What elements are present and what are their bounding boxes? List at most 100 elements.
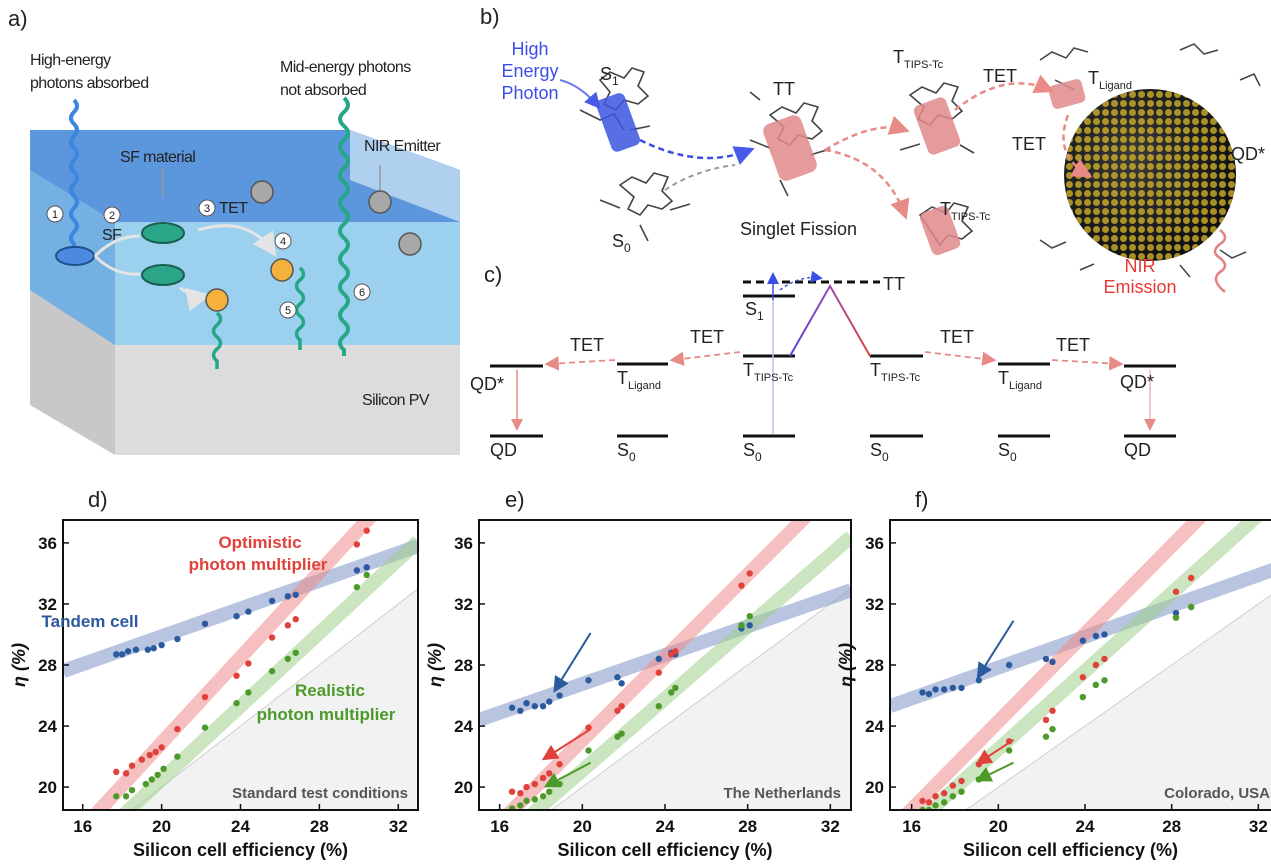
chart-d-point bbox=[292, 591, 299, 598]
chart-e-point bbox=[746, 622, 753, 629]
nir-emission-line1: NIR bbox=[1125, 256, 1156, 276]
c-s0-2: S0 bbox=[743, 440, 762, 464]
chart-d-point bbox=[363, 527, 370, 534]
chart-f-point bbox=[932, 686, 939, 693]
chart-f-xtick-label: 32 bbox=[1249, 817, 1268, 836]
step-1-label: 1 bbox=[52, 209, 58, 221]
chart-d-point bbox=[245, 608, 252, 615]
triplet-molecule-lower bbox=[141, 264, 185, 286]
c-s0-1: S0 bbox=[617, 440, 636, 464]
chart-d-point bbox=[122, 770, 130, 777]
chart-d-point bbox=[158, 641, 165, 649]
c-s0-3: S0 bbox=[870, 440, 889, 464]
chart-f-xtick-label: 16 bbox=[902, 817, 921, 836]
chart-d-point bbox=[233, 672, 240, 679]
chart-d-point bbox=[353, 583, 361, 591]
s1-to-tt-arrow bbox=[779, 270, 823, 291]
chart-e-point bbox=[517, 790, 524, 797]
chart-e-annotation: The Netherlands bbox=[723, 785, 841, 802]
chart-d-diagonal bbox=[131, 588, 418, 810]
chart-f-annotation: Colorado, USA bbox=[1164, 785, 1270, 802]
energy-levels bbox=[490, 280, 1176, 438]
chart-f-point bbox=[1005, 661, 1013, 669]
chart-d-point bbox=[174, 635, 181, 643]
chart-e-point bbox=[508, 704, 516, 711]
panel-c-energy-diagram: TT S1 TET TET TET TET QD* QD* QD QD TLig… bbox=[470, 270, 1176, 464]
chart-e-point bbox=[546, 770, 553, 777]
chart-f-point bbox=[1042, 716, 1050, 724]
chart-e-arrow bbox=[541, 728, 592, 761]
chart-e-point bbox=[655, 655, 662, 663]
chart-f-ytick-label: 36 bbox=[865, 534, 884, 553]
chart-e-xtick-label: 16 bbox=[490, 817, 509, 836]
tet-arrow-lower bbox=[179, 286, 211, 312]
b-s1-label: S1 bbox=[600, 64, 619, 88]
tt-to-t-bottom-arrow bbox=[824, 148, 910, 220]
chart-d-point bbox=[284, 593, 292, 600]
chart-f-point bbox=[1049, 725, 1056, 733]
b-t-ligand-label: TLigand bbox=[1088, 68, 1132, 92]
chart-d-point bbox=[245, 689, 252, 696]
chart-d-point bbox=[138, 756, 146, 763]
chart-f-ytick-label: 20 bbox=[865, 778, 884, 797]
chart-e-point bbox=[556, 761, 563, 768]
chart-e-arrow bbox=[543, 761, 592, 788]
chart-f-xtick-label: 24 bbox=[1076, 817, 1095, 836]
chart-e-point bbox=[523, 699, 530, 707]
chart-e-point bbox=[618, 703, 625, 710]
step-4-label: 4 bbox=[280, 236, 286, 248]
tet-label: TET bbox=[219, 200, 248, 217]
s0-molecule bbox=[599, 172, 691, 242]
photon-arrow bbox=[559, 79, 601, 110]
chart-d-point bbox=[150, 645, 157, 652]
chart-d-ytick-label: 32 bbox=[38, 595, 57, 614]
tt-to-t-top-arrow bbox=[824, 115, 910, 152]
chart-e-point bbox=[523, 797, 530, 805]
chart-d-band-0 bbox=[63, 539, 418, 678]
chart-e-point bbox=[738, 582, 745, 589]
chart-e-point bbox=[672, 684, 679, 692]
chart-e-arrow bbox=[553, 632, 592, 693]
chart-f-point bbox=[925, 799, 933, 806]
chart-e-diagonal bbox=[550, 588, 851, 810]
chart-e-ytick-label: 20 bbox=[454, 778, 473, 797]
chart-f-point bbox=[940, 790, 948, 797]
chart-f-arrow bbox=[976, 620, 1015, 680]
step-2-label: 2 bbox=[109, 210, 115, 222]
chart-e-point bbox=[585, 677, 592, 684]
chart-e-point bbox=[556, 692, 563, 699]
tt-core bbox=[763, 115, 817, 181]
chart-f-point bbox=[949, 782, 957, 789]
step-6-label: 6 bbox=[359, 287, 365, 299]
chart-f-arrow bbox=[975, 761, 1014, 782]
chart-d-point bbox=[268, 634, 276, 641]
sf-split-arrow bbox=[93, 234, 141, 276]
high-energy-photon-wave bbox=[69, 98, 79, 250]
c-qd-right: QD bbox=[1124, 440, 1151, 460]
chart-d-point bbox=[201, 693, 209, 701]
c-tet-label-2: TET bbox=[570, 335, 604, 355]
chart-d-xtick-label: 24 bbox=[231, 817, 250, 836]
high-energy-label-line1: High-energy bbox=[30, 52, 111, 69]
panel-label-f: f) bbox=[915, 487, 929, 512]
chart-e-point bbox=[517, 707, 524, 714]
chart-e-band-2 bbox=[526, 531, 851, 810]
mid-energy-label-line2: not absorbed bbox=[280, 82, 366, 99]
t-tips-bottom-core bbox=[920, 205, 961, 256]
mid-energy-photon-wave bbox=[338, 96, 350, 356]
chart-d-point bbox=[174, 753, 181, 760]
silicon-pv-label: Silicon PV bbox=[362, 392, 430, 409]
panel-label-e: e) bbox=[505, 487, 525, 512]
singlet-fission-split bbox=[789, 283, 871, 357]
chart-f-point bbox=[1101, 655, 1108, 663]
c-qd-left: QD bbox=[490, 440, 517, 460]
c-tt-label: TT bbox=[883, 274, 905, 294]
chart-f-point bbox=[940, 686, 948, 693]
chart-d-point bbox=[144, 646, 152, 653]
chart-f-point bbox=[932, 793, 939, 800]
emission-wave-1 bbox=[211, 311, 223, 369]
chart-e-point bbox=[672, 648, 679, 655]
